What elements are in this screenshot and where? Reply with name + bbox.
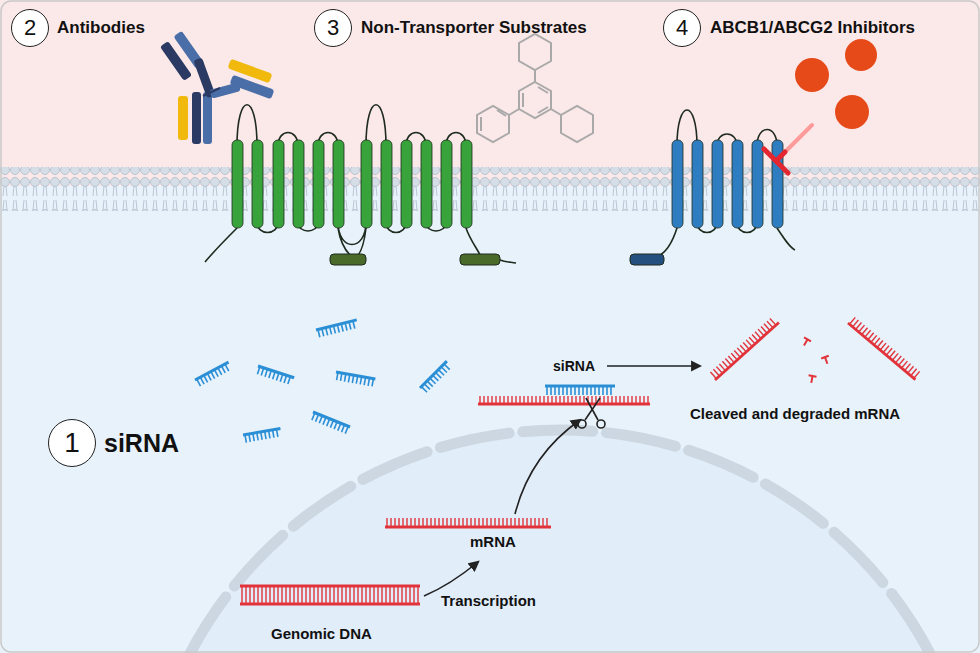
part-label: siRNA bbox=[553, 358, 595, 374]
callout-number: 1 bbox=[64, 429, 80, 457]
helix bbox=[232, 140, 243, 228]
strand bbox=[240, 603, 420, 604]
callout-number: 4 bbox=[676, 17, 688, 39]
strand bbox=[385, 518, 551, 527]
helix bbox=[421, 140, 432, 228]
transporter bbox=[205, 105, 516, 265]
scissors bbox=[578, 398, 605, 428]
strand bbox=[257, 366, 294, 384]
helix bbox=[293, 140, 304, 228]
callout-number: 3 bbox=[327, 17, 339, 39]
helix bbox=[273, 140, 284, 228]
helix bbox=[313, 140, 324, 228]
callout-circle: 2 bbox=[11, 9, 49, 47]
callout-number: 2 bbox=[24, 17, 36, 39]
strand bbox=[848, 317, 920, 379]
strand bbox=[710, 318, 778, 380]
strand bbox=[478, 396, 650, 404]
fragment bbox=[801, 337, 811, 347]
helix bbox=[252, 140, 263, 228]
strand bbox=[195, 362, 229, 386]
helix bbox=[333, 140, 344, 228]
helix bbox=[752, 140, 763, 228]
strand bbox=[316, 320, 357, 337]
helix bbox=[361, 140, 372, 228]
helix bbox=[732, 140, 743, 228]
chemical-structure bbox=[477, 34, 593, 142]
part-label: siRNA bbox=[104, 429, 179, 458]
antibody bbox=[160, 31, 275, 144]
helix bbox=[692, 140, 703, 228]
helix bbox=[381, 140, 392, 228]
nucleus bbox=[142, 430, 978, 653]
nucleic-acids bbox=[195, 317, 920, 604]
nuclear-envelope bbox=[142, 430, 978, 653]
transporters bbox=[205, 105, 795, 265]
nbd-domain bbox=[630, 254, 664, 265]
fragment bbox=[807, 375, 816, 383]
strand bbox=[312, 412, 350, 434]
nbd-domain bbox=[330, 254, 366, 265]
lipid-bilayer bbox=[0, 167, 980, 211]
part-label: Cleaved and degraded mRNA bbox=[690, 405, 900, 422]
part-label: ABCB1/ABCG2 Inhibitors bbox=[710, 18, 915, 38]
helix bbox=[401, 140, 412, 228]
callout-circle: 1 bbox=[48, 419, 96, 467]
callout-circle: 4 bbox=[663, 9, 701, 47]
nbd-domain bbox=[460, 254, 500, 265]
strand bbox=[420, 361, 450, 392]
strand bbox=[336, 372, 375, 386]
helix bbox=[672, 140, 683, 228]
callout-circle: 3 bbox=[314, 9, 352, 47]
part-label: Antibodies bbox=[57, 18, 145, 38]
process-label: Transcription bbox=[441, 592, 536, 609]
process-arrows bbox=[424, 366, 700, 596]
strand bbox=[240, 586, 420, 604]
transporter bbox=[630, 110, 795, 265]
loop bbox=[630, 110, 795, 262]
loop bbox=[205, 105, 516, 263]
strand bbox=[243, 428, 280, 442]
part-label: mRNA bbox=[470, 533, 516, 550]
extracellular-space bbox=[0, 0, 980, 186]
helix bbox=[461, 140, 472, 228]
strand bbox=[545, 386, 615, 395]
fragment bbox=[821, 356, 831, 365]
helix bbox=[441, 140, 452, 228]
part-label: Non-Transporter Substrates bbox=[361, 18, 587, 38]
inhibitor bbox=[764, 39, 877, 173]
helix bbox=[712, 140, 723, 228]
part-label: Genomic DNA bbox=[271, 625, 372, 642]
